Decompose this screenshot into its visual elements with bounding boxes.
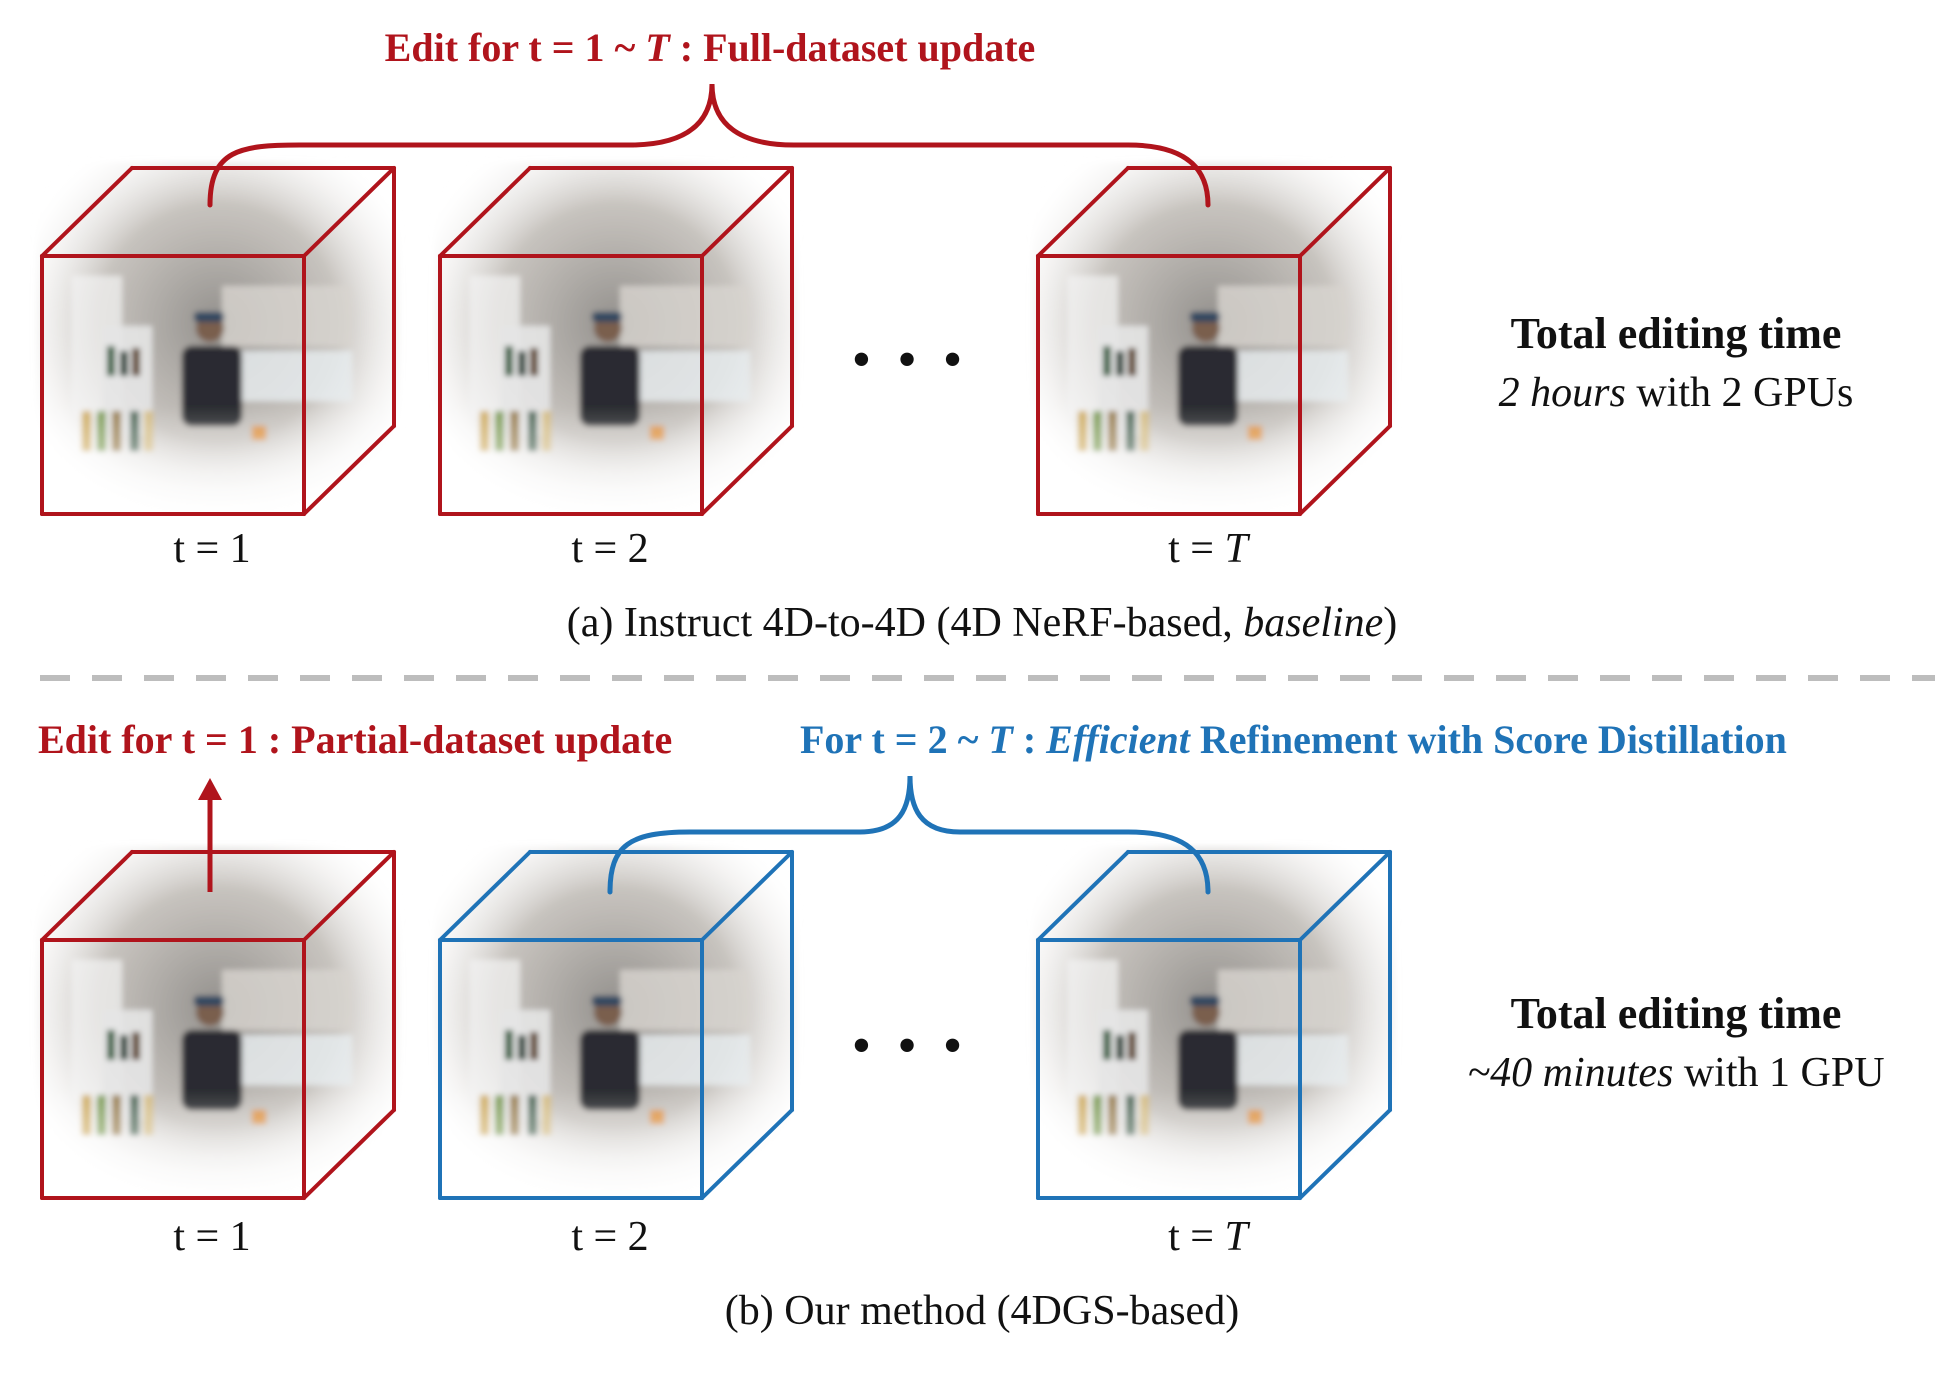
top-header: Edit for t = 1 ~ T : Full-dataset update bbox=[384, 25, 1036, 70]
ellipsis-bottom: • • • bbox=[851, 1015, 969, 1077]
cube-t2-bottom bbox=[434, 846, 798, 1210]
cube-tT-bottom-edge bbox=[1298, 1108, 1392, 1200]
cube-t2-bottom-edge bbox=[700, 1108, 794, 1200]
cube-t2-top bbox=[434, 162, 798, 526]
cube-t1-top-edge bbox=[40, 166, 134, 258]
cube-t2-top-edge bbox=[700, 424, 794, 516]
cube-t2-bottom-edge bbox=[700, 850, 794, 942]
cube-tT-top-scene bbox=[1032, 162, 1396, 526]
time-title-bottom: Total editing time bbox=[1510, 989, 1842, 1038]
cube-tT-bottom-edge bbox=[1036, 850, 1130, 942]
frame-label-tT-top: t = T bbox=[1168, 526, 1248, 572]
caption-a: (a) Instruct 4D-to-4D (4D NeRF-based, ba… bbox=[566, 600, 1398, 646]
time-value-top: 2 hours with 2 GPUs bbox=[1498, 370, 1854, 416]
cube-tT-top-edge bbox=[1036, 166, 1130, 258]
cube-t2-bottom-scene bbox=[434, 846, 798, 1210]
frame-label-t2-bottom: t = 2 bbox=[571, 1214, 649, 1260]
cube-t2-top-edge bbox=[438, 166, 532, 258]
cube-t1-top-edge bbox=[302, 166, 396, 258]
cube-tT-bottom bbox=[1032, 846, 1396, 1210]
frame-label-t2-top: t = 2 bbox=[571, 526, 649, 572]
ellipsis-top: • • • bbox=[851, 329, 969, 391]
cube-t1-bottom-edge bbox=[40, 850, 134, 942]
cube-t2-top-edge bbox=[700, 166, 794, 258]
caption-b: (b) Our method (4DGS-based) bbox=[724, 1288, 1240, 1334]
cube-tT-top bbox=[1032, 162, 1396, 526]
cube-t1-top-edge bbox=[302, 424, 396, 516]
cube-tT-bottom-edge bbox=[1298, 850, 1392, 942]
edit-arrow-head bbox=[198, 778, 222, 800]
cube-tT-top-edge bbox=[1298, 424, 1392, 516]
frame-label-t1-top: t = 1 bbox=[173, 526, 251, 572]
bottom-brace bbox=[607, 775, 1211, 895]
cube-t1-bottom-edge bbox=[302, 1108, 396, 1200]
cube-t1-bottom-scene bbox=[36, 846, 400, 1210]
cube-t2-bottom-edge bbox=[438, 850, 532, 942]
bottom-header-left: Edit for t = 1 : Partial-dataset update bbox=[38, 717, 673, 762]
time-title-top: Total editing time bbox=[1510, 309, 1842, 358]
bottom-header-right: For t = 2 ~ T : Efficient Refinement wit… bbox=[800, 717, 1787, 762]
time-value-bottom: ~40 minutes with 1 GPU bbox=[1467, 1050, 1885, 1096]
frame-label-tT-bottom: t = T bbox=[1168, 1214, 1248, 1260]
cube-t1-bottom bbox=[36, 846, 400, 1210]
cube-tT-top-edge bbox=[1298, 166, 1392, 258]
frame-label-t1-bottom: t = 1 bbox=[173, 1214, 251, 1260]
top-brace bbox=[207, 83, 1211, 208]
cube-t1-bottom-edge bbox=[302, 850, 396, 942]
cube-t1-top bbox=[36, 162, 400, 526]
cube-t2-top-scene bbox=[434, 162, 798, 526]
